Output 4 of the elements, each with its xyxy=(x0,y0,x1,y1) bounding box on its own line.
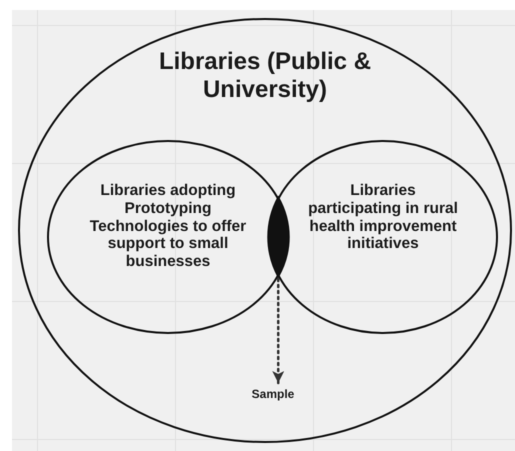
set-label: Libraries participating in rural health improvement initiatives xyxy=(308,182,458,254)
set-label: Libraries adopting Prototyping Technologies to offer support to small businesses xyxy=(88,182,248,272)
set-label: Libraries (Public & University) xyxy=(158,48,372,104)
sample-label: Sample xyxy=(250,388,296,402)
